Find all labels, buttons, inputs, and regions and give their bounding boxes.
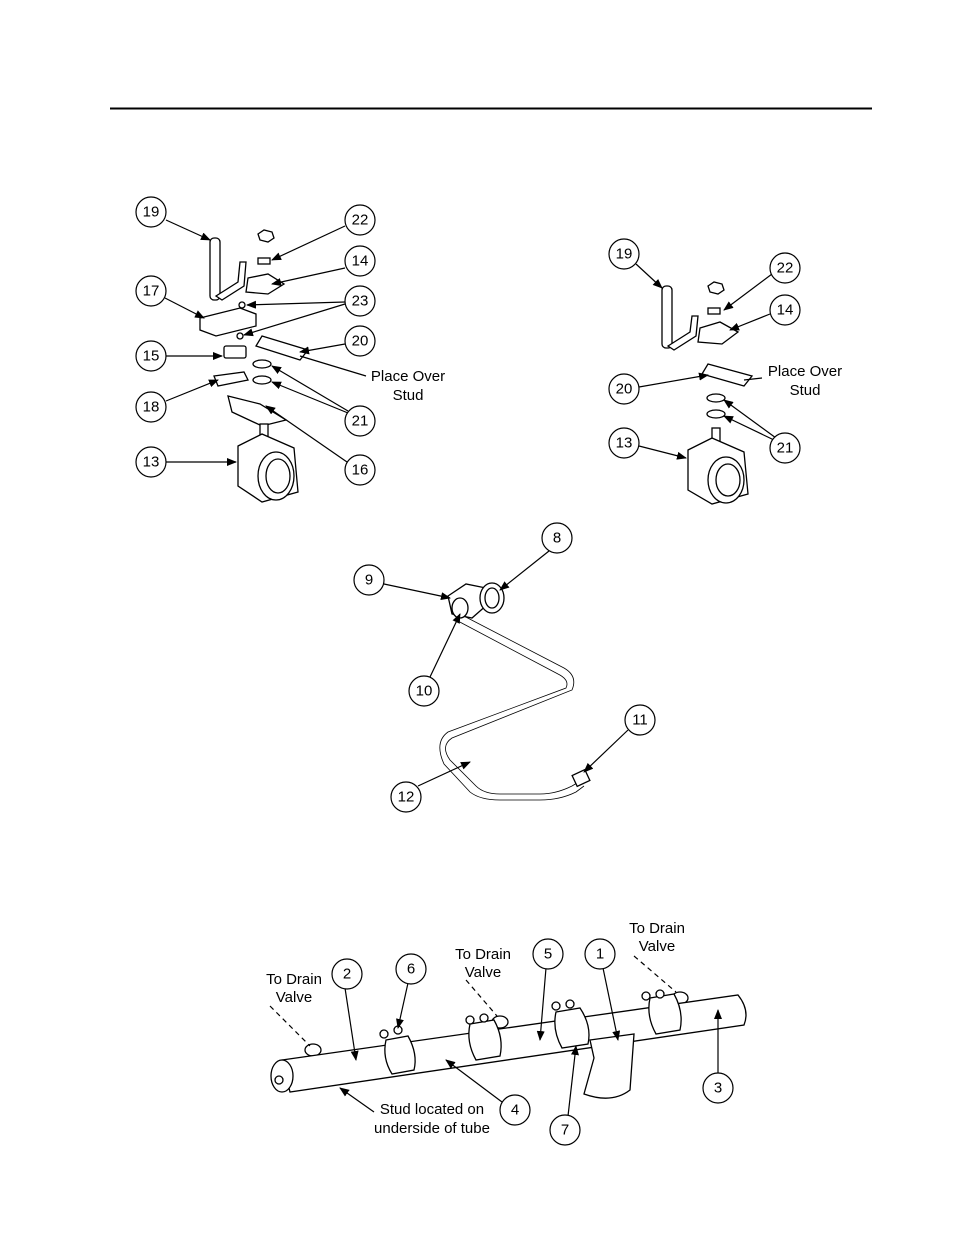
callout-2: 2 (331, 958, 363, 1061)
valve-body-drawing (237, 423, 299, 503)
svg-text:2: 2 (343, 966, 351, 983)
svg-text:11: 11 (632, 712, 648, 729)
svg-text:Stud: Stud (393, 387, 424, 404)
svg-text:1: 1 (596, 946, 604, 963)
callout-21-left: 21 (271, 365, 376, 437)
stud-located-note: Stud located on underside of tube (339, 1087, 490, 1137)
svg-text:14: 14 (777, 302, 794, 319)
svg-text:18: 18 (143, 399, 160, 416)
to-drain-valve-note-right: To Drain Valve (629, 920, 685, 993)
drain-tube-assembly (439, 582, 591, 801)
svg-text:16: 16 (352, 462, 369, 479)
place-over-stud-note-left: Place Over Stud (299, 355, 445, 404)
svg-text:17: 17 (143, 283, 160, 300)
handle-drawing (209, 237, 286, 301)
svg-text:12: 12 (398, 789, 415, 806)
svg-text:19: 19 (143, 204, 160, 221)
callout-8: 8 (499, 522, 573, 591)
callout-20-right: 20 (608, 372, 709, 405)
callout-22-right: 22 (723, 252, 801, 311)
svg-text:Place Over: Place Over (768, 363, 842, 380)
svg-text:22: 22 (352, 212, 369, 229)
callout-23-left: 23 (243, 285, 376, 337)
callout-14-left: 14 (271, 245, 376, 286)
svg-text:21: 21 (352, 413, 369, 430)
svg-text:4: 4 (511, 1102, 519, 1119)
bracket-drawing (199, 307, 257, 337)
svg-text:Valve: Valve (639, 938, 675, 955)
valve-assembly-left (199, 229, 310, 503)
callout-22-left: 22 (271, 204, 376, 261)
callout-16-left: 16 (265, 405, 376, 486)
valve-assembly-right (661, 281, 754, 505)
svg-text:21: 21 (777, 440, 794, 457)
svg-text:8: 8 (553, 530, 561, 547)
callout-19-right: 19 (608, 238, 663, 289)
svg-text:3: 3 (714, 1080, 722, 1097)
callout-5: 5 (532, 938, 564, 1041)
svg-text:13: 13 (616, 435, 633, 452)
svg-text:To Drain: To Drain (455, 946, 511, 963)
svg-text:15: 15 (143, 348, 160, 365)
svg-text:7: 7 (561, 1122, 569, 1139)
couplings (384, 993, 682, 1075)
nut-drawing (257, 229, 275, 243)
svg-text:9: 9 (365, 572, 373, 589)
to-drain-valve-note-middle: To Drain Valve (455, 946, 511, 1017)
callout-11: 11 (583, 704, 656, 773)
svg-text:underside of tube: underside of tube (374, 1120, 490, 1137)
svg-text:Stud: Stud (790, 382, 821, 399)
callout-13-left: 13 (135, 446, 237, 478)
callout-13-right: 13 (608, 427, 687, 460)
clamp-screws (379, 989, 665, 1039)
callout-1: 1 (584, 938, 621, 1041)
svg-text:20: 20 (616, 381, 633, 398)
callout-18-left: 18 (135, 379, 219, 423)
svg-text:22: 22 (777, 260, 794, 277)
callout-12: 12 (390, 761, 471, 813)
callout-20-left: 20 (299, 325, 376, 357)
svg-text:20: 20 (352, 333, 369, 350)
svg-text:To Drain: To Drain (266, 971, 322, 988)
to-drain-valve-note-left: To Drain Valve (266, 971, 322, 1047)
svg-text:Valve: Valve (276, 989, 312, 1006)
callout-9: 9 (353, 564, 451, 601)
svg-text:To Drain: To Drain (629, 920, 685, 937)
svg-text:14: 14 (352, 253, 369, 270)
screw-drawing (257, 257, 271, 265)
svg-text:23: 23 (352, 293, 369, 310)
callout-15-left: 15 (135, 340, 223, 372)
callout-6: 6 (395, 953, 427, 1029)
callout-17-left: 17 (135, 275, 205, 319)
svg-text:6: 6 (407, 961, 415, 978)
callout-3: 3 (702, 1009, 734, 1104)
svg-text:Place Over: Place Over (371, 368, 445, 385)
switch-drawing (223, 345, 247, 359)
callout-14-right: 14 (729, 294, 801, 331)
callout-4: 4 (445, 1059, 531, 1126)
svg-text:Valve: Valve (465, 964, 501, 981)
svg-text:19: 19 (616, 246, 633, 263)
callout-7: 7 (549, 1045, 581, 1146)
manifold-assembly (270, 989, 747, 1099)
callout-10: 10 (408, 613, 461, 707)
plate-drawing (255, 335, 310, 361)
svg-text:13: 13 (143, 454, 160, 471)
svg-text:10: 10 (416, 683, 433, 700)
place-over-stud-note-right: Place Over Stud (743, 363, 842, 399)
svg-text:5: 5 (544, 946, 552, 963)
callout-19-left: 19 (135, 196, 211, 241)
callout-21-right: 21 (723, 399, 801, 464)
svg-text:Stud located on: Stud located on (380, 1101, 484, 1118)
